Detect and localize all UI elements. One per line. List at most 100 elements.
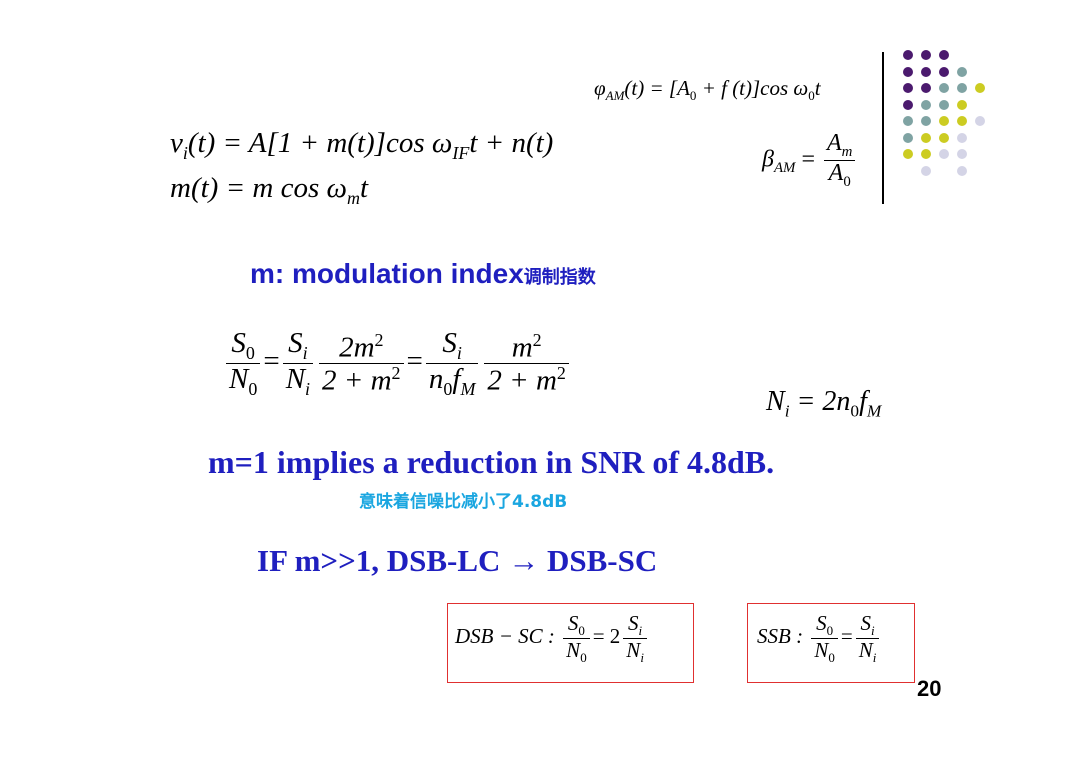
dsb-n0: N0 — [563, 639, 590, 665]
mt-equation: m(t) = m cos ωmt — [170, 172, 368, 209]
beta-symbol: β — [762, 146, 774, 173]
snr-s0-sub: 0 — [245, 342, 255, 363]
decorative-dot — [939, 66, 949, 77]
vi-equation: vi(t) = A[1 + m(t)]cos ωIFt + n(t) — [170, 127, 553, 164]
dsb-n0-n: N — [566, 637, 581, 662]
decorative-dot — [939, 132, 949, 143]
decorative-dot — [921, 149, 931, 159]
decorative-dot — [939, 149, 949, 159]
vi-sub: i — [182, 142, 188, 163]
phi-rhs-part1: (t) = [A — [624, 76, 690, 100]
ssb-si: Si — [855, 611, 880, 639]
snr-m2: m2 — [484, 330, 569, 364]
ssb-s0-sub: 0 — [826, 623, 834, 639]
snr-si2-s: S — [442, 327, 457, 359]
decorative-dot — [903, 99, 913, 110]
dsb-lc-to-sc-heading: IF m>>1, DSB-LC → DSB-SC — [257, 543, 658, 578]
beta-numerator: Am — [823, 130, 856, 162]
dsb-si-sub: i — [638, 623, 643, 639]
vi-tail: t + n(t) — [469, 127, 554, 159]
modulation-index-heading: m: modulation index调制指数 — [250, 258, 596, 290]
snr-si2: Si — [425, 327, 479, 364]
beta-den-a: A — [828, 160, 844, 187]
vi-if-sub: IF — [452, 142, 470, 163]
ssb-box — [747, 603, 915, 683]
decorative-dot — [903, 132, 913, 143]
decorative-dot — [921, 99, 931, 110]
dsb-eq: = 2 — [592, 624, 621, 649]
snr-n0fm-f: f — [452, 362, 461, 395]
ssb-frac-si-ni: Si Ni — [855, 611, 880, 665]
dsb-s0-s: S — [567, 611, 579, 635]
decorative-dot — [921, 116, 931, 126]
decorative-dot — [921, 132, 931, 143]
decorative-dot — [903, 149, 913, 159]
decorative-dot — [939, 50, 949, 60]
modulation-index-text: m: modulation index — [250, 258, 524, 289]
ni-rhs-f: f — [859, 386, 867, 417]
ssb-s0: S0 — [811, 612, 838, 639]
snr-den1: 2 + m2 — [319, 362, 404, 397]
ssb-frac-s0-n0: S0 N0 — [811, 612, 838, 665]
snr-ni-n: N — [285, 362, 306, 395]
ssb-n0: N0 — [811, 639, 838, 665]
snr-ni: Ni — [283, 362, 313, 399]
decorative-dot — [903, 83, 913, 93]
snr-m2-base: m — [511, 331, 533, 364]
snr-frac-m2: m2 2 + m2 — [484, 330, 569, 397]
beta-den-sub: 0 — [843, 174, 851, 191]
dsb-s0-sub: 0 — [578, 623, 585, 639]
dsb-ni-n: N — [626, 637, 641, 662]
phi-rhs-part2: + f (t)]cos ω — [696, 76, 809, 100]
decorative-dot — [903, 50, 913, 60]
snr-si-s: S — [288, 327, 303, 359]
snr-n0fm-sub0: 0 — [443, 378, 453, 399]
dsb-frac-si-ni: Si Ni — [623, 612, 647, 665]
snr-eq1: = — [263, 344, 280, 377]
ssb-si-s: S — [860, 611, 871, 635]
ni-rhs: = 2n — [796, 386, 851, 417]
beta-subscript: AM — [773, 160, 796, 177]
phi-symbol: φ — [594, 76, 606, 100]
ni-rhs-subm: M — [866, 401, 882, 421]
snr-den1-sup: 2 — [391, 362, 401, 383]
dsb-label: DSB − SC : — [455, 624, 555, 649]
snr-2m2-base: 2m — [339, 331, 375, 364]
snr-reduction-chinese: 意味着信噪比减小了4.8dB — [359, 492, 568, 512]
beta-denominator: A0 — [824, 161, 855, 190]
phi-rhs-tail: t — [814, 76, 821, 100]
mt-body: m(t) = m cos ω — [170, 172, 347, 204]
beta-am-equation: βAM = Am A0 — [762, 130, 858, 191]
snr-den1-base: 2 + m — [322, 364, 392, 397]
ni-sub: i — [784, 401, 790, 421]
mt-tail: t — [359, 172, 369, 204]
decorative-dot — [957, 99, 967, 110]
dsb-sc-box — [447, 603, 694, 683]
vi-v: v — [170, 127, 183, 159]
snr-den2-base: 2 + m — [487, 364, 557, 397]
dsb-s0: S0 — [563, 612, 590, 639]
modulation-index-chinese: 调制指数 — [523, 267, 596, 288]
ssb-n0-n: N — [814, 637, 829, 662]
decorative-dot — [957, 83, 967, 93]
ni-rhs-sub0: 0 — [850, 401, 860, 421]
decorative-dot — [921, 83, 931, 93]
phi-omega-subscript: 0 — [808, 88, 815, 104]
vi-body: (t) = A[1 + m(t)]cos ω — [187, 127, 453, 159]
phi-am-equation: φAM(t) = [A0 + f (t)]cos ω0t — [594, 76, 821, 104]
dsb-si: Si — [623, 612, 647, 639]
decorative-dot — [957, 116, 967, 126]
snr-2m2: 2m2 — [319, 330, 404, 364]
decorative-dot — [957, 149, 967, 159]
decorative-dot — [903, 116, 913, 126]
dsb-sc-equation: DSB − SC : S0 N0 = 2 Si Ni — [455, 612, 650, 665]
dsb-si-s: S — [628, 611, 639, 635]
snr-n0fm: n0fM — [426, 362, 479, 399]
snr-frac-si-n0fm: Si n0fM — [425, 327, 479, 399]
decorative-dot — [957, 165, 967, 176]
snr-s0-s: S — [231, 327, 246, 359]
beta-fraction: Am A0 — [823, 130, 856, 191]
ssb-ni-n: N — [858, 637, 873, 662]
ssb-eq: = — [840, 624, 853, 649]
ni-n: N — [766, 386, 785, 417]
